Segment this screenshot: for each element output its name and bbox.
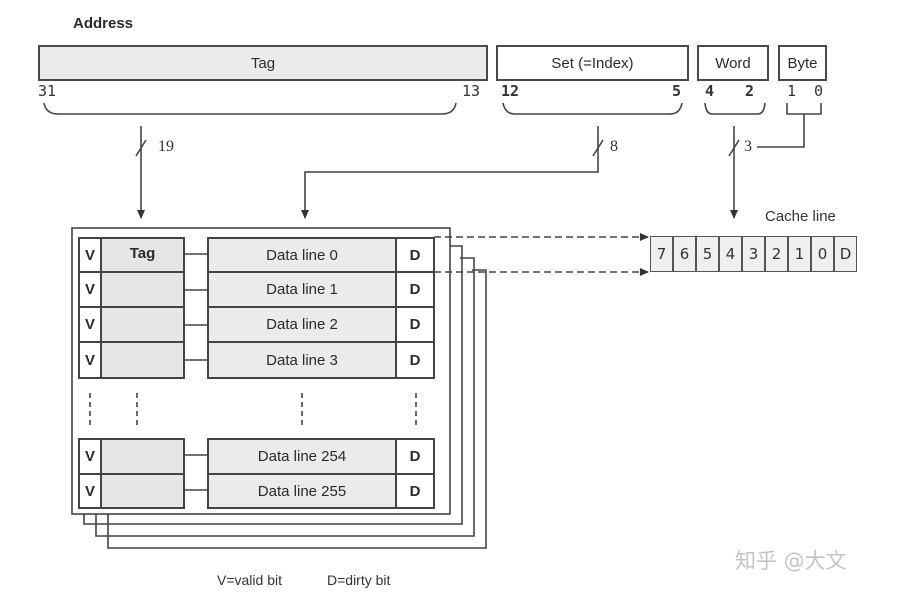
word-brace [704,102,766,115]
byte-field-label: Byte [787,54,818,72]
cache-line-cell: 5 [696,236,719,272]
word-width-label: 3 [744,138,752,155]
cache-line-title: Cache line [765,208,836,225]
word-low-bit: 2 [745,82,755,100]
valid-bit-cell: V [78,271,102,308]
tag-cell [100,473,185,509]
set-arrow [301,126,599,219]
dirty-bit-cell: D [395,271,435,308]
legend-valid: V=valid bit [217,572,282,588]
legend-dirty: D=dirty bit [327,572,391,588]
data-line-cell: Data line 2 [207,306,397,343]
set-field-label: Set (=Index) [551,54,634,72]
set-brace [502,102,683,115]
dirty-bit-cell: D [395,341,435,379]
valid-bit-cell: V [78,438,102,475]
set-width-label: 8 [610,138,618,155]
valid-bit-cell: V [78,473,102,509]
tag-cell [100,306,185,343]
cache-line-cell: 6 [673,236,696,272]
set-high-bit: 12 [501,82,520,100]
tag-low-bit: 13 [462,82,481,100]
address-field-tag: Tag [38,45,488,81]
data-line-cell: Data line 0 [207,237,397,273]
word-field-label: Word [715,54,751,72]
cache-line-dirty-cell: D [834,236,857,272]
byte-high-bit: 1 [787,82,797,100]
byte-low-bit: 0 [814,82,824,100]
word-slash [728,139,740,157]
data-line-cell: Data line 254 [207,438,397,475]
dirty-bit-cell: D [395,438,435,475]
dirty-bit-cell: D [395,306,435,343]
set-low-bit: 5 [672,82,682,100]
valid-bit-cell: V [78,306,102,343]
byte-brace [786,103,822,115]
tag-field-label: Tag [250,54,276,72]
dirty-bit-cell: D [395,473,435,509]
cache-line-cell: 2 [765,236,788,272]
watermark: 知乎 @大文 [735,549,847,573]
address-field-byte: Byte [778,45,827,81]
tag-width-label: 19 [158,138,174,155]
tag-high-bit: 31 [38,82,57,100]
tag-header-cell: Tag [100,237,185,273]
tag-brace [43,102,457,115]
tag-cell [100,438,185,475]
tag-slash [135,139,147,157]
cache-line-cell: 3 [742,236,765,272]
cache-line-cell: 7 [650,236,673,272]
valid-bit-cell: V [78,237,102,273]
address-title: Address [73,15,134,32]
cache-line-cell: 4 [719,236,742,272]
word-high-bit: 4 [705,82,715,100]
data-line-cell: Data line 1 [207,271,397,308]
cache-line-cell: 0 [811,236,834,272]
byte-connector [757,114,805,148]
set-slash [592,139,604,157]
cache-line-cell: 1 [788,236,811,272]
valid-bit-cell: V [78,341,102,379]
address-field-word: Word [697,45,769,81]
address-field-set: Set (=Index) [496,45,689,81]
tag-cell [100,341,185,379]
tag-cell [100,271,185,308]
dirty-bit-cell: D [395,237,435,273]
data-line-cell: Data line 3 [207,341,397,379]
data-line-cell: Data line 255 [207,473,397,509]
